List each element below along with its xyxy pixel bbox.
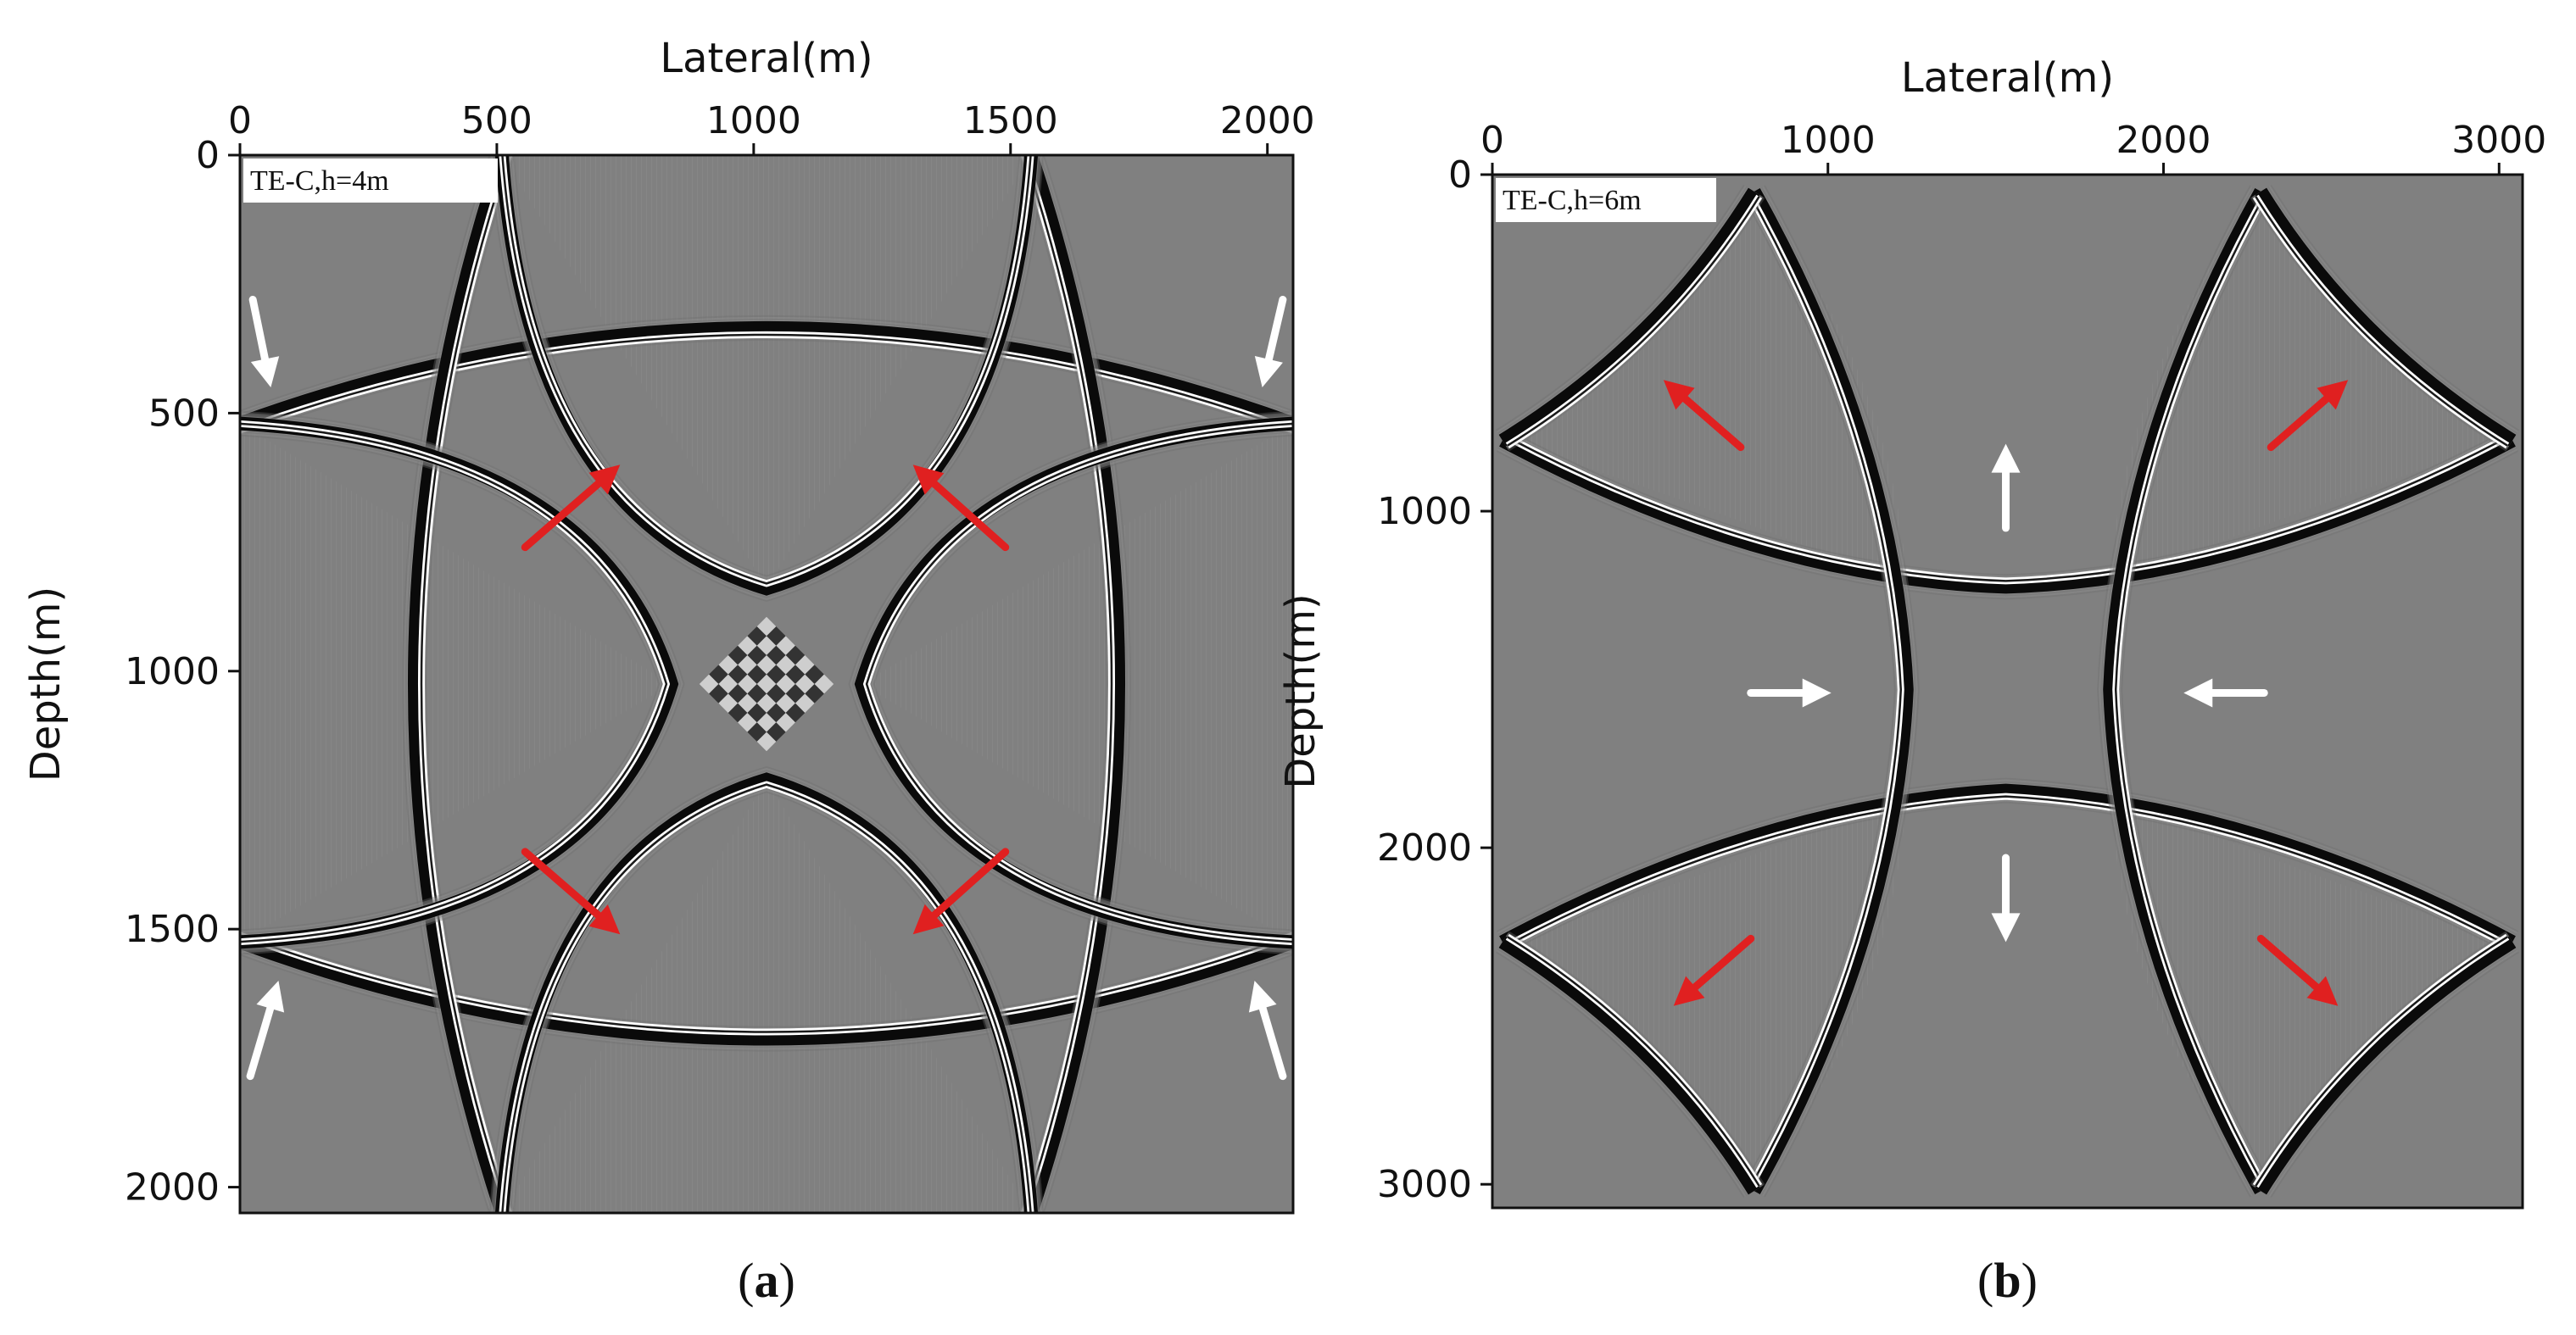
panel-b-caption: (b) xyxy=(1977,1253,2038,1308)
wavefront-right-arc xyxy=(1018,155,1132,1213)
wavefront-bottom-cusp xyxy=(489,765,1044,1213)
arrow-annotation xyxy=(2256,934,2339,1006)
arrow-annotation xyxy=(246,981,285,1081)
panel-a-caption: (a) xyxy=(738,1253,795,1308)
arrow-annotation xyxy=(521,848,621,935)
panel-a-annotation: TE-C,h=4m xyxy=(250,165,389,197)
wavefront-left-arc xyxy=(401,155,515,1213)
wavefront-right-arc xyxy=(2097,185,2272,1198)
panel-b-caption-letter: b xyxy=(1993,1253,2021,1308)
arrow-annotation xyxy=(2183,678,2268,708)
ripple-region-top xyxy=(501,155,1032,589)
x-tick-label: 2000 xyxy=(2116,119,2211,162)
wavefront-bottom-arc xyxy=(1496,777,2519,954)
panel-b-annotation: TE-C,h=6m xyxy=(1503,185,1642,216)
arrow-annotation xyxy=(912,464,1010,552)
y-tick-label: 1000 xyxy=(1377,490,1472,533)
y-tick-label: 1000 xyxy=(125,650,220,693)
wavefront-left-cusp xyxy=(240,410,685,955)
panel-a-caption-letter: a xyxy=(755,1253,779,1308)
x-tick-label: 1500 xyxy=(963,99,1058,142)
panel-a-y-axis-label: Depth(m) xyxy=(22,587,70,782)
panel-b-x-axis-label: Lateral(m) xyxy=(1901,54,2114,102)
panel-a-annotation-box xyxy=(243,159,498,203)
panel-b-arrows xyxy=(1663,380,2349,1006)
wavefront-left-arc xyxy=(1742,185,1920,1198)
arrow-annotation xyxy=(248,295,280,387)
arrow-annotation xyxy=(521,464,621,552)
arrow-annotation xyxy=(1991,854,2021,943)
panel-b-x-ticks: 0 1000 2000 3000 xyxy=(1480,119,2546,175)
wavefront-top-arc xyxy=(1496,429,2519,600)
ripple-region-left xyxy=(240,423,672,943)
y-tick-label: 2000 xyxy=(1377,826,1472,870)
wavefront-top-arc xyxy=(240,314,1293,436)
panel-b-wavefronts xyxy=(1495,184,2520,1199)
x-tick-label: 500 xyxy=(461,99,532,142)
arrow-annotation xyxy=(912,848,1010,935)
y-tick-label: 1500 xyxy=(125,908,220,951)
y-tick-label: 500 xyxy=(148,392,220,435)
wavefront-right-cusp xyxy=(848,410,1293,955)
panel-b-y-axis-label: Depth(m) xyxy=(1277,593,1324,788)
y-tick-label: 0 xyxy=(196,134,220,177)
wavefront-outer-bottom-left xyxy=(1495,931,1765,1199)
panel-a: 0 500 1000 1500 2000 0 500 1000 1500 2000 Latera… xyxy=(22,35,1315,1308)
arrow-annotation xyxy=(1673,934,1755,1006)
center-interference xyxy=(699,616,834,752)
y-tick-label: 3000 xyxy=(1377,1163,1472,1206)
wavefront-bottom-arc xyxy=(240,930,1293,1052)
panel-b-y-ticks: 0 1000 2000 3000 xyxy=(1377,153,1492,1206)
panel-a-frame xyxy=(238,153,1295,1215)
panel-a-x-ticks: 0 500 1000 1500 2000 xyxy=(228,99,1315,155)
y-tick-label: 2000 xyxy=(125,1166,220,1210)
wavefront-outer-bottom-right xyxy=(2250,931,2520,1199)
arrow-annotation xyxy=(1991,443,2021,532)
x-tick-label: 0 xyxy=(228,99,252,142)
y-tick-label: 0 xyxy=(1448,153,1472,197)
wavefront-outer-top-left xyxy=(1495,184,1765,452)
x-tick-label: 2000 xyxy=(1220,99,1315,142)
x-tick-label: 1000 xyxy=(706,99,801,142)
panel-a-wavefronts xyxy=(240,155,1293,1213)
panel-a-y-ticks: 0 500 1000 1500 2000 xyxy=(125,134,240,1210)
arrow-annotation xyxy=(2267,380,2349,452)
wavefront-top-cusp xyxy=(489,155,1044,603)
x-tick-label: 3000 xyxy=(2451,119,2546,162)
ripple-region-right xyxy=(861,423,1293,943)
wavefront-outer-top-right xyxy=(2250,184,2520,452)
arrow-annotation xyxy=(1248,981,1287,1081)
panel-b-frame xyxy=(1491,173,2524,1210)
ripple-region-bottom xyxy=(501,779,1032,1213)
arrow-annotation xyxy=(1663,380,1745,452)
panel-a-arrows xyxy=(246,295,1287,1081)
x-tick-label: 1000 xyxy=(1781,119,1876,162)
arrow-annotation xyxy=(1747,678,1832,708)
x-tick-label: 0 xyxy=(1480,119,1504,162)
panel-a-x-axis-label: Lateral(m) xyxy=(660,35,873,82)
panel-b-annotation-box xyxy=(1496,178,1716,222)
panel-b: 0 1000 2000 3000 0 1000 2000 3000 Lateral(m) D… xyxy=(1277,54,2546,1308)
arrow-annotation xyxy=(1254,295,1287,387)
